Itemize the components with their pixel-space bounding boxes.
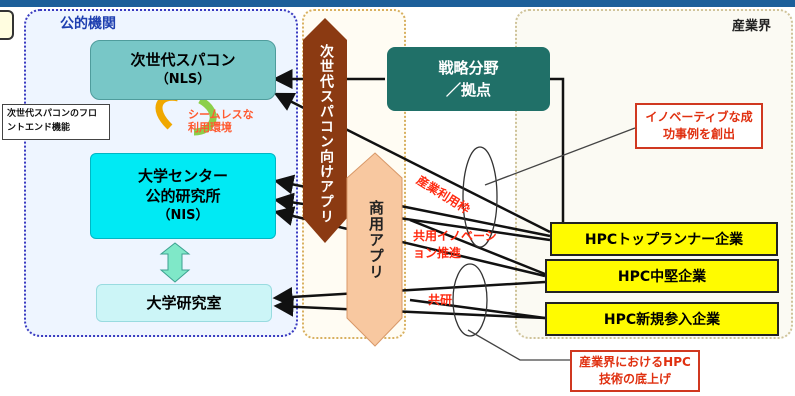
nis-line2: 公的研究所 [145, 187, 221, 205]
commercial-apps-shape [346, 152, 403, 347]
nls-box: 次世代スパコン （NLS） [90, 40, 276, 100]
industry-label: 産業界 [732, 19, 772, 34]
cycle-arrow-left [155, 93, 179, 130]
raise-leader [467, 329, 570, 361]
nis-box: 大学センター 公的研究所 （NIS） [90, 153, 276, 239]
strategy-line2: ／拠点 [445, 81, 491, 99]
callout-raise: 産業界におけるHPC技術の底上げ [570, 350, 700, 392]
corner-marker [0, 10, 14, 40]
innovative-leader [484, 127, 636, 186]
joint-research-oval [452, 263, 488, 337]
public-label: 公的機関 [60, 16, 116, 32]
next-gen-apps-label: 次世代スパコン向けアプリ [318, 44, 334, 224]
nis-line1: 大学センター [137, 167, 228, 185]
next-gen-apps-shape [303, 18, 347, 243]
toprunner-to-strategy-line [550, 77, 565, 226]
commercial-apps-label: 商用アプリ [367, 200, 385, 280]
nls-sub: （NLS） [155, 72, 211, 87]
strategy-line1: 戦略分野 [438, 59, 499, 77]
seamless-label: シームレスな利用環境 [188, 108, 254, 134]
lab-title: 大学研究室 [146, 294, 222, 312]
company-new-entrant: HPC新規参入企業 [545, 302, 779, 336]
callout-raise-text: 産業界におけるHPC技術の底上げ [579, 355, 691, 386]
lab-box: 大学研究室 [96, 284, 272, 322]
nis-lab-double-arrow [159, 242, 191, 283]
top-rule [0, 0, 795, 7]
joint-research-label: 共研 [428, 293, 453, 307]
nls-title: 次世代スパコン [130, 51, 236, 69]
strategy-box: 戦略分野 ／拠点 [387, 47, 550, 111]
joint-research-line [409, 298, 546, 320]
joint-use-line [409, 218, 551, 278]
nis-sub: （NIS） [157, 208, 209, 223]
frontend-note: 次世代スパコンのフロントエンド機能 [2, 104, 110, 140]
callout-innovative-text: イノベーティブな成功事例を創出 [645, 110, 753, 141]
cycle-arrow-right [193, 96, 217, 136]
callout-innovative: イノベーティブな成功事例を創出 [635, 103, 763, 149]
newentrant-to-lab-arrow [273, 296, 546, 320]
midtier-to-lab-arrow [272, 280, 546, 307]
industrial-use-oval [462, 146, 498, 248]
company-midtier: HPC中堅企業 [545, 259, 779, 293]
company-toprunner: HPCトップランナー企業 [550, 222, 778, 256]
joint-use-label: 共用イノベーション推進 [413, 229, 497, 260]
